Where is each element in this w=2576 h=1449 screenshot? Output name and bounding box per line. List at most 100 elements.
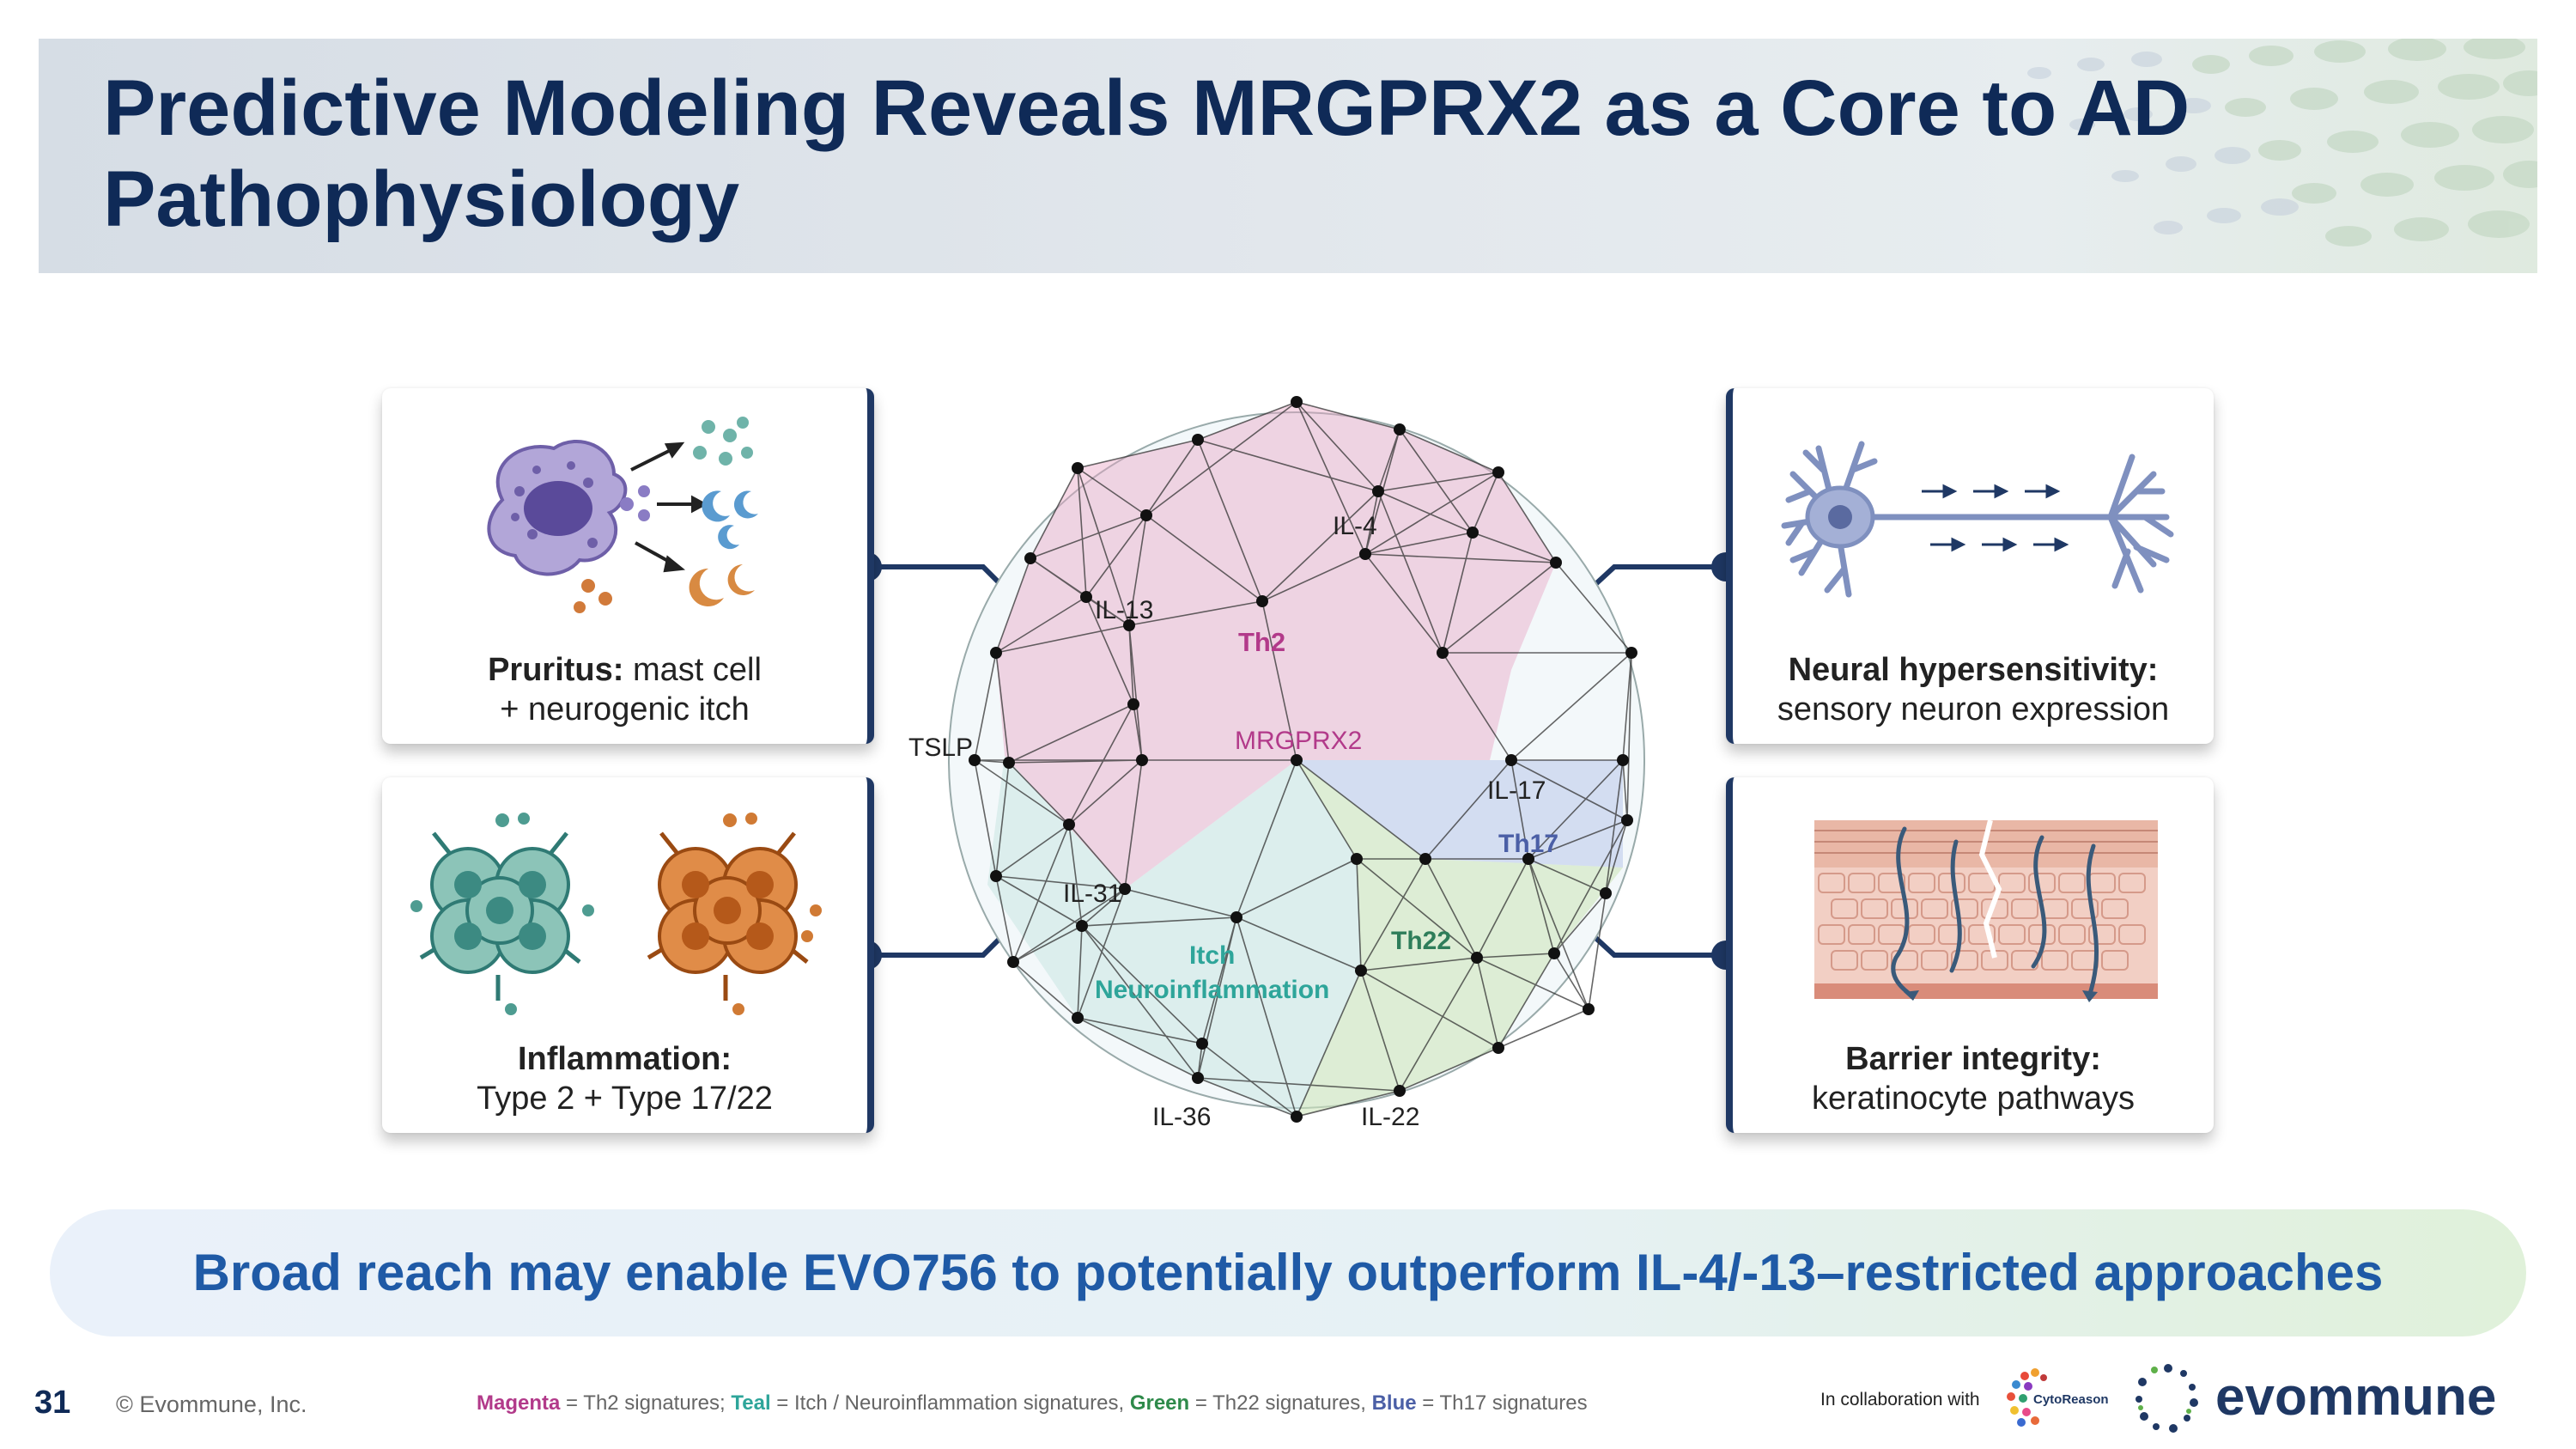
network-edge bbox=[1510, 652, 1632, 761]
barrier-caption-bold: Barrier integrity: bbox=[1845, 1041, 2101, 1077]
network-edge bbox=[1124, 759, 1143, 890]
network-node bbox=[1140, 509, 1152, 521]
label-il4: IL-4 bbox=[1333, 512, 1377, 540]
label-mrgprx2: MRGPRX2 bbox=[1235, 727, 1362, 755]
network-edge bbox=[1622, 652, 1632, 761]
network-node bbox=[1359, 548, 1371, 560]
label-il36: IL-36 bbox=[1152, 1103, 1211, 1131]
network-edge bbox=[974, 759, 997, 877]
network-node bbox=[1291, 396, 1303, 408]
network-edge bbox=[1197, 401, 1297, 441]
inflammation-caption: Inflammation: Type 2 + Type 17/22 bbox=[382, 1039, 867, 1118]
network-edge bbox=[995, 596, 1087, 654]
network-node bbox=[1230, 911, 1242, 923]
network-edge bbox=[1068, 824, 1126, 890]
network-node bbox=[1471, 952, 1483, 964]
network-edge bbox=[1377, 490, 1473, 533]
legend-teal-desc: = Itch / Neuroinflammation signatures, bbox=[770, 1391, 1130, 1415]
network-edge bbox=[1622, 759, 1628, 821]
network-edge bbox=[1476, 957, 1589, 1010]
network-edge bbox=[1498, 1008, 1589, 1049]
network-edge bbox=[1626, 652, 1632, 821]
network-edge bbox=[1442, 562, 1557, 654]
network-edge bbox=[1356, 858, 1478, 959]
pruritus-panel: Pruritus: mast cell + neurogenic itch bbox=[382, 388, 874, 744]
network-edge bbox=[1077, 1017, 1199, 1079]
network-edge bbox=[995, 624, 1130, 654]
network-edge bbox=[1296, 401, 1400, 430]
network-edge bbox=[995, 557, 1031, 654]
network-edge bbox=[974, 759, 1070, 825]
network-edge bbox=[1030, 467, 1078, 559]
network-edge bbox=[1296, 1090, 1400, 1117]
network-edge bbox=[1296, 401, 1379, 492]
network-edge bbox=[1399, 429, 1473, 533]
network-edge bbox=[1197, 439, 1263, 602]
copyright: © Evommune, Inc. bbox=[116, 1391, 307, 1417]
network-node bbox=[1076, 920, 1088, 932]
network-edge bbox=[1008, 759, 1143, 764]
barrier-panel: Barrier integrity: keratinocyte pathways bbox=[1726, 777, 2214, 1133]
network-edge bbox=[1528, 858, 1607, 894]
network-edge bbox=[1605, 819, 1628, 894]
th22-region bbox=[1297, 760, 1623, 1117]
network-edge bbox=[1296, 759, 1358, 860]
network-node bbox=[1024, 552, 1036, 564]
network-edge bbox=[1377, 429, 1400, 492]
evommune-logo-text: evommune bbox=[2215, 1367, 2496, 1427]
network-edge bbox=[995, 875, 1083, 927]
itch-region bbox=[987, 756, 1361, 1117]
cytoreason-logo-text: CytoReason bbox=[2033, 1392, 2109, 1407]
network-edge bbox=[1012, 961, 1078, 1019]
network-edge bbox=[1476, 953, 1555, 959]
label-itch: Itch bbox=[1189, 941, 1235, 970]
network-node bbox=[1467, 527, 1479, 539]
network-edge bbox=[1425, 858, 1478, 959]
network-edge bbox=[1081, 925, 1199, 1079]
label-tslp: TSLP bbox=[908, 734, 973, 762]
network-edge bbox=[1528, 858, 1589, 1010]
key-message-banner: Broad reach may enable EVO756 to potenti… bbox=[50, 1209, 2526, 1336]
evommune-logo: evommune bbox=[2136, 1364, 2496, 1433]
network-edge bbox=[1197, 439, 1379, 492]
network-edge bbox=[1528, 759, 1624, 860]
network-edge bbox=[1068, 824, 1083, 927]
network-edge bbox=[1128, 514, 1147, 626]
network-edge bbox=[1399, 1047, 1499, 1092]
network-edge bbox=[1364, 553, 1443, 654]
network-edge bbox=[1296, 759, 1426, 860]
legend-teal: Teal bbox=[731, 1391, 771, 1415]
network-edge bbox=[1236, 858, 1358, 918]
network-edge bbox=[1399, 429, 1499, 473]
network-edge bbox=[1360, 970, 1400, 1092]
network-node bbox=[1072, 1012, 1084, 1024]
network-edge bbox=[1236, 916, 1297, 1117]
pruritus-caption-line2: + neurogenic itch bbox=[500, 691, 750, 728]
immune-cells-illustration bbox=[410, 813, 822, 1015]
network-edge bbox=[1128, 600, 1263, 626]
network-node bbox=[1291, 1111, 1303, 1123]
network-node bbox=[1394, 423, 1406, 435]
network-edge bbox=[1472, 472, 1499, 533]
network-edge bbox=[1145, 401, 1297, 516]
barrier-caption: Barrier integrity: keratinocyte pathways bbox=[1733, 1039, 2214, 1118]
network-edge bbox=[1360, 970, 1499, 1049]
network-edge bbox=[1236, 759, 1297, 918]
color-legend: Magenta = Th2 signatures; Teal = Itch / … bbox=[477, 1391, 1588, 1416]
network-node bbox=[1522, 853, 1534, 865]
th17-region bbox=[1297, 760, 1623, 868]
neural-caption: Neural hypersensitivity: sensory neuron … bbox=[1733, 650, 2214, 729]
neural-panel: Neural hypersensitivity: sensory neuron … bbox=[1726, 388, 2214, 744]
network-node bbox=[1119, 883, 1131, 895]
network-node bbox=[1600, 887, 1612, 899]
network-node bbox=[1492, 466, 1504, 478]
network-edge bbox=[1356, 858, 1362, 971]
network-edge bbox=[1081, 888, 1126, 927]
network-node bbox=[1063, 819, 1075, 831]
network-node bbox=[1007, 956, 1019, 968]
network-node bbox=[1505, 754, 1517, 766]
network-edge bbox=[1008, 703, 1134, 764]
network-edge bbox=[995, 762, 1010, 877]
network-edges bbox=[974, 401, 1632, 1117]
network-edge bbox=[1077, 439, 1199, 469]
